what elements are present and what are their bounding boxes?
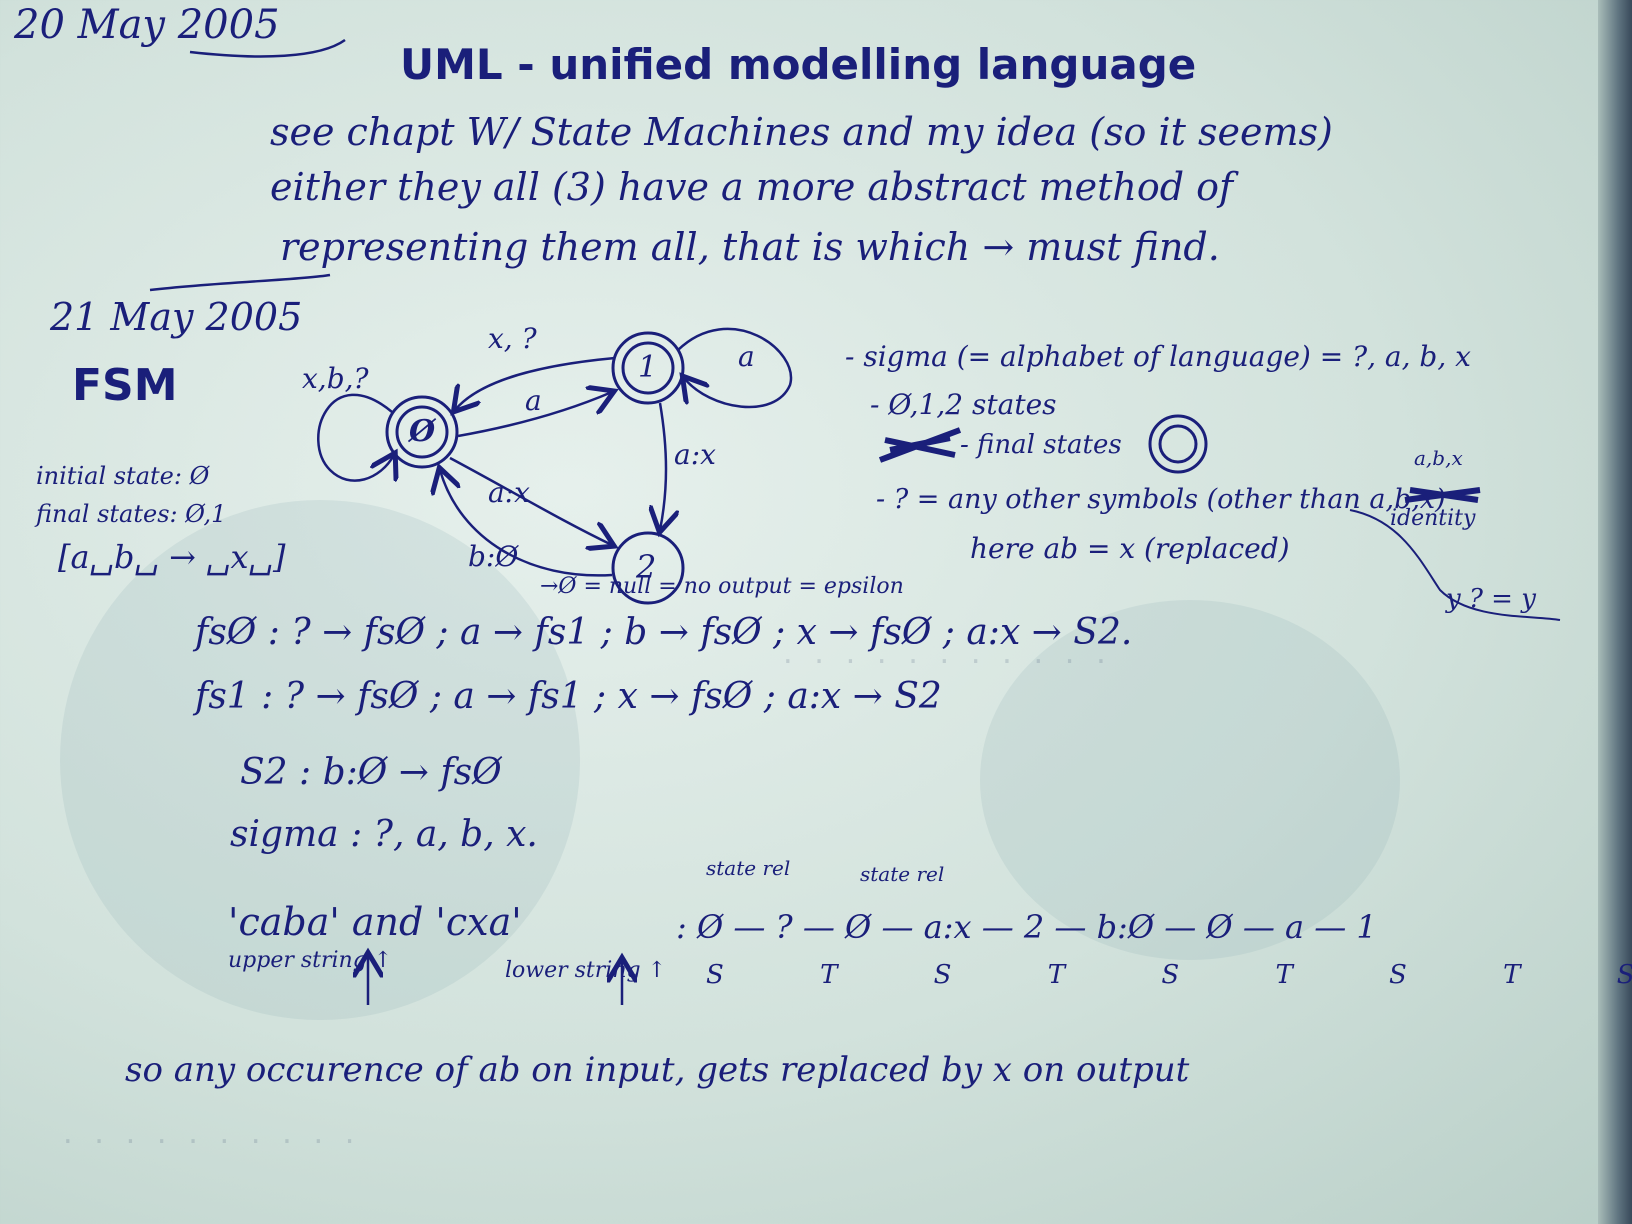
transition-fs1: fs1 : ? → fsØ ; a → fs1 ; x → fsØ ; a:x …	[195, 676, 942, 717]
paper-stain	[60, 500, 580, 1020]
edge-0-to-2	[449, 456, 612, 545]
upper-string-label: upper string ↑	[228, 948, 393, 973]
conclusion: so any occurence of ab on input, gets re…	[125, 1050, 1190, 1090]
state-0-label: Ø	[409, 414, 436, 449]
transition-s2: S2 : b:Ø → fsØ	[240, 752, 502, 793]
page-edge	[1598, 0, 1632, 1224]
date-may-20: 20 May 2005	[14, 2, 280, 48]
state-0-inner	[395, 405, 449, 459]
note-line-3: representing them all, that is which → m…	[280, 225, 1220, 269]
edge-0-to-1-label: a	[525, 384, 542, 417]
final-state-symbol-outer	[1148, 414, 1208, 474]
date-underline	[189, 38, 346, 58]
bleed-through: . . . . . . . . . . .	[780, 640, 1109, 670]
example-st-row: S T S T S T S T S	[706, 960, 1632, 990]
example-path: : Ø — ? — Ø — a:x — 2 — b:Ø — Ø — a — 1	[676, 908, 1377, 946]
transition-fs0: fsØ : ? → fsØ ; a → fs1 ; b → fsØ ; x → …	[195, 612, 1133, 653]
date-underline	[149, 273, 331, 292]
state-1-label: 1	[638, 350, 658, 385]
initial-state-note: initial state: Ø	[36, 462, 210, 490]
lower-string-label: lower string ↑	[505, 958, 667, 983]
null-note: →Ø = null = no output = epsilon	[540, 574, 904, 599]
replaced-note: here ab = x (replaced)	[970, 532, 1290, 565]
paper-stain	[980, 600, 1400, 960]
transition-sigma: sigma : ?, a, b, x.	[230, 814, 538, 855]
final-states-symbol-note: - final states	[960, 430, 1122, 460]
fsm-heading: FSM	[72, 360, 178, 411]
edge-1-to-0-label: x, ?	[488, 322, 537, 355]
edge-0-to-2-label: a:x	[488, 476, 530, 509]
example-strings: 'caba' and 'cxa'	[228, 900, 522, 944]
date-may-21: 21 May 2005	[50, 295, 303, 339]
loop-0-edge	[317, 393, 394, 481]
final-state-symbol-inner	[1158, 424, 1198, 464]
scribble	[878, 427, 962, 463]
identity-note: identity	[1390, 506, 1476, 531]
scribble	[1404, 487, 1481, 503]
example-header-1: state rel	[706, 856, 791, 880]
other-symbols-note: - ? = any other symbols (other than a,b,…	[876, 484, 1446, 515]
state-0-outer	[385, 395, 459, 469]
state-1-outer	[611, 331, 685, 405]
mapping-note: [a␣b␣ → ␣x␣]	[58, 538, 286, 576]
edge-2-to-0	[440, 470, 613, 577]
edge-0-to-1	[457, 392, 612, 438]
loop-1-label: a	[738, 340, 755, 373]
loop-1-edge	[677, 327, 793, 409]
sigma-note: - sigma (= alphabet of language) = ?, a,…	[845, 340, 1471, 373]
example-header-2: state rel	[860, 862, 945, 886]
note-line-2: either they all (3) have a more abstract…	[270, 165, 1234, 209]
edge-1-to-2-label: a:x	[674, 438, 716, 471]
edge-1-to-0	[455, 356, 616, 410]
edge-1-to-2	[660, 402, 666, 530]
bleed-through: . . . . . . . . . .	[60, 1120, 358, 1150]
final-states-note: final states: Ø,1	[36, 500, 227, 528]
state-1-inner	[621, 341, 675, 395]
abx-note: a,b,x	[1414, 446, 1463, 470]
state-2-label: 2	[636, 548, 657, 586]
states-note: - Ø,1,2 states	[870, 388, 1057, 421]
identity-connector	[1349, 509, 1561, 621]
uml-title: UML - unified modelling language	[400, 40, 1197, 89]
note-line-1: see chapt W/ State Machines and my idea …	[270, 110, 1333, 154]
loop-0-label: x,b,?	[302, 362, 369, 395]
identity-eq-note: y ? = y	[1446, 584, 1536, 614]
edge-2-to-0-label: b:Ø	[468, 540, 519, 573]
